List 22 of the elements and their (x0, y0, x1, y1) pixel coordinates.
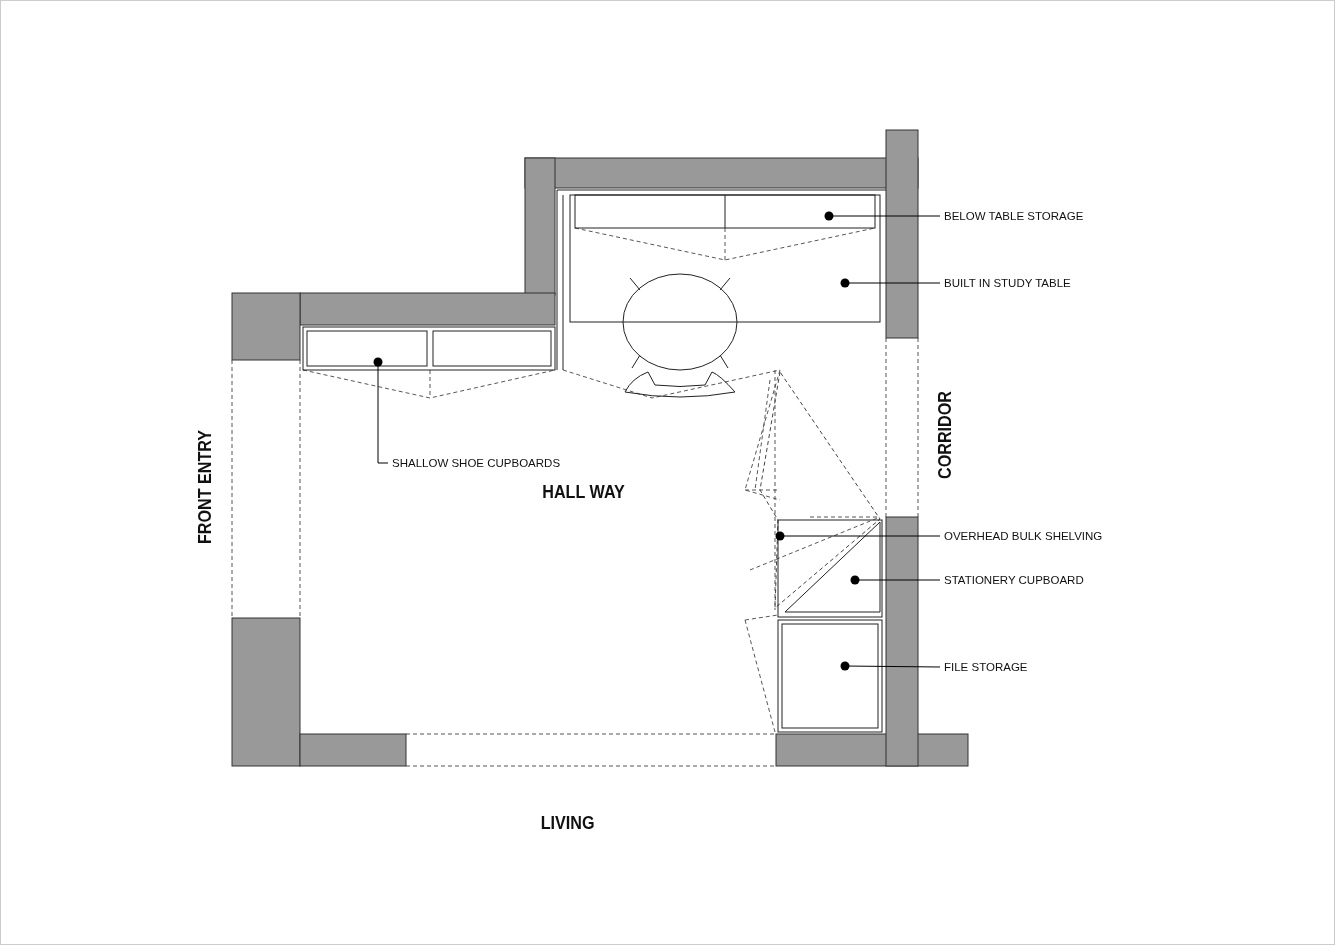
callout-label: SHALLOW SHOE CUPBOARDS (392, 456, 561, 470)
room-label: CORRIDOR (933, 391, 956, 479)
callout-label: OVERHEAD BULK SHELVING (944, 529, 1103, 543)
leader-line (850, 575, 941, 585)
study-table (569, 194, 881, 323)
room-label: FRONT ENTRY (194, 429, 217, 545)
room-label: HALL WAY (541, 481, 625, 503)
callout-label: BUILT IN STUDY TABLE (944, 276, 1071, 290)
cupboard (777, 519, 883, 618)
leader-line (373, 357, 389, 464)
callout-label: STATIONERY CUPBOARD (944, 573, 1084, 587)
callout-label: FILE STORAGE (944, 660, 1028, 674)
shoe-cupboard (302, 326, 556, 371)
room-label: LIVING (540, 812, 595, 834)
callout-label: BELOW TABLE STORAGE (944, 209, 1084, 223)
leader-line (824, 211, 941, 221)
storage-cabinet (777, 619, 883, 733)
drawer-unit (574, 194, 876, 229)
shelving-outline (759, 371, 881, 609)
leader-line (775, 531, 941, 541)
leader-line (840, 278, 941, 288)
leader-line (840, 661, 941, 671)
